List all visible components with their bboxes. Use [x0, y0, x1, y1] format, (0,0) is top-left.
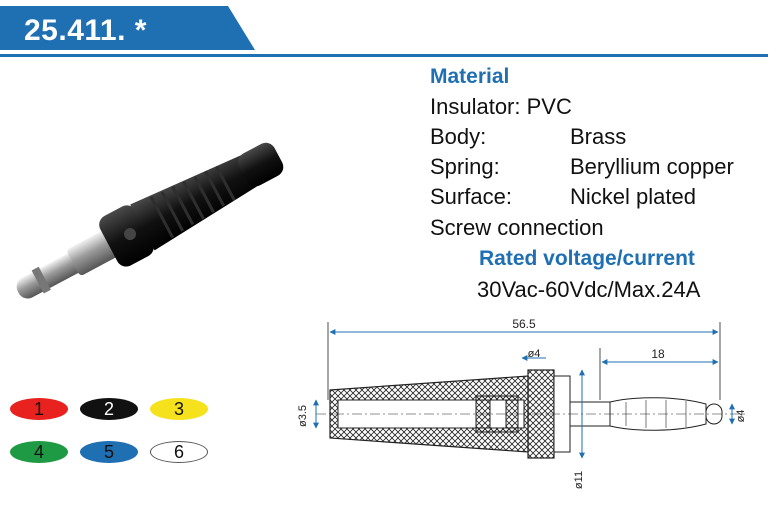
color-swatch-yellow: 3 — [150, 398, 208, 420]
insulator-text: Insulator: PVC — [430, 94, 572, 119]
body-label: Body: — [430, 124, 487, 149]
surface-row: Surface: Nickel plated — [430, 182, 696, 212]
body-value: Brass — [570, 124, 627, 149]
surface-value: Nickel plated — [570, 184, 696, 209]
swatch-label: 4 — [33, 442, 44, 462]
connection-text: Screw connection — [430, 215, 604, 240]
swatch-label: 5 — [103, 442, 114, 462]
rated-value: 30Vac-60Vdc/Max.24A — [477, 277, 701, 302]
header-divider — [0, 54, 768, 57]
surface-label: Surface: — [430, 184, 512, 209]
dim-phi11: ø11 — [573, 471, 585, 489]
spring-label: Spring: — [430, 154, 500, 179]
material-heading: Material — [430, 65, 510, 88]
swatch-label: 6 — [173, 442, 184, 462]
swatch-label: 3 — [173, 399, 184, 419]
color-swatch-white: 6 — [150, 441, 208, 463]
technical-drawing: 56.5 ø4 18 ø3.5 ø4 — [296, 312, 766, 504]
product-photo — [0, 110, 330, 310]
swatch-label: 2 — [103, 399, 114, 419]
spring-row: Spring: Beryllium copper — [430, 152, 734, 182]
color-swatch-green: 4 — [10, 441, 68, 463]
swatch-label: 1 — [33, 399, 44, 419]
page-title: 25.411. * — [24, 14, 147, 47]
dim-phi35: ø3.5 — [297, 405, 309, 427]
dim-overall-length: 56.5 — [512, 317, 536, 331]
body-row: Body: Brass — [430, 122, 626, 152]
color-swatch-red: 1 — [10, 398, 68, 420]
spring-value: Beryllium copper — [570, 154, 734, 179]
dim-pin-length: 18 — [651, 347, 665, 361]
header-banner: 25.411. * — [0, 6, 255, 50]
header-banner-shape — [0, 6, 255, 50]
color-swatch-blue: 5 — [80, 441, 138, 463]
color-swatch-black: 2 — [80, 398, 138, 420]
dim-phi4-top: ø4 — [528, 348, 541, 360]
color-options: 1 2 3 4 5 6 — [10, 392, 220, 472]
rated-heading: Rated voltage/current — [479, 247, 695, 270]
dim-phi4-tip: ø4 — [735, 410, 747, 423]
